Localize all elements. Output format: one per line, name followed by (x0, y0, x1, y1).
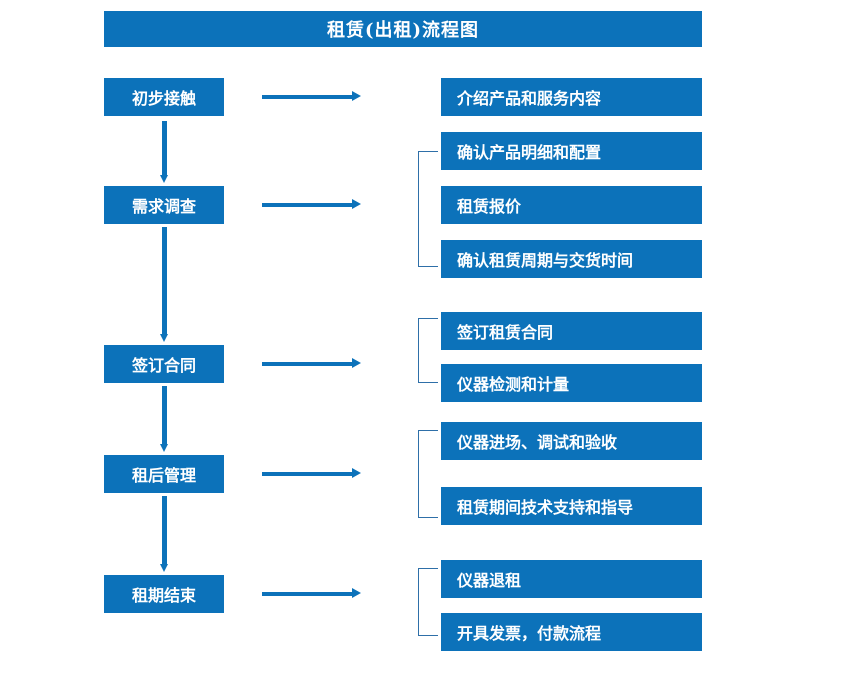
detail-label: 仪器退租 (457, 571, 522, 590)
detail-node-lease-quotation[interactable]: 租赁报价 (441, 186, 702, 224)
detail-label: 仪器进场、调试和验收 (457, 433, 618, 452)
stage-node-post-lease-management[interactable]: 租后管理 (104, 455, 224, 493)
stage-node-requirement-survey[interactable]: 需求调查 (104, 186, 224, 224)
stage-node-lease-end[interactable]: 租期结束 (104, 575, 224, 613)
detail-label: 确认租赁周期与交货时间 (457, 251, 634, 270)
down-arrow-icon-4 (160, 496, 169, 572)
detail-label: 租赁期间技术支持和指导 (457, 498, 634, 517)
right-arrow-icon-5 (262, 588, 361, 599)
stage-label: 租期结束 (131, 586, 196, 605)
detail-node-invoice-payment[interactable]: 开具发票，付款流程 (441, 613, 702, 651)
detail-label: 租赁报价 (457, 197, 522, 216)
detail-label: 签订租赁合同 (457, 323, 554, 342)
detail-node-introduce-products[interactable]: 介绍产品和服务内容 (441, 78, 702, 116)
detail-node-instrument-return[interactable]: 仪器退租 (441, 560, 702, 598)
stage-node-initial-contact[interactable]: 初步接触 (104, 78, 224, 116)
detail-label: 仪器检测和计量 (457, 375, 570, 394)
detail-label: 开具发票，付款流程 (457, 624, 602, 643)
stage-label: 需求调查 (131, 197, 196, 216)
detail-node-sign-lease-contract[interactable]: 签订租赁合同 (441, 312, 702, 350)
down-arrow-icon-2 (160, 227, 169, 342)
stage-node-sign-contract[interactable]: 签订合同 (104, 345, 224, 383)
detail-node-confirm-product-spec[interactable]: 确认产品明细和配置 (441, 132, 702, 170)
detail-label: 确认产品明细和配置 (457, 143, 602, 162)
stage-label: 租后管理 (131, 466, 196, 485)
right-arrow-icon-2 (262, 199, 361, 210)
right-arrow-icon-1 (262, 91, 361, 102)
down-arrow-icon-3 (160, 386, 169, 452)
stage-label: 初步接触 (131, 89, 196, 108)
stage-label: 签订合同 (131, 356, 196, 375)
down-arrow-icon-1 (160, 121, 169, 183)
detail-node-technical-support[interactable]: 租赁期间技术支持和指导 (441, 487, 702, 525)
detail-node-instrument-inspection[interactable]: 仪器检测和计量 (441, 364, 702, 402)
right-arrow-icon-4 (262, 468, 361, 479)
detail-node-instrument-delivery[interactable]: 仪器进场、调试和验收 (441, 422, 702, 460)
right-arrow-icon-3 (262, 358, 361, 369)
group-bracket-post-lease-management (418, 430, 438, 518)
chart-title-bar: 租赁(出租)流程图 (104, 11, 702, 47)
detail-node-confirm-lease-period[interactable]: 确认租赁周期与交货时间 (441, 240, 702, 278)
group-bracket-requirement-survey (418, 151, 438, 267)
group-bracket-sign-contract (418, 318, 438, 383)
detail-label: 介绍产品和服务内容 (457, 89, 602, 108)
chart-title: 租赁(出租)流程图 (326, 20, 480, 41)
group-bracket-lease-end (418, 568, 438, 636)
